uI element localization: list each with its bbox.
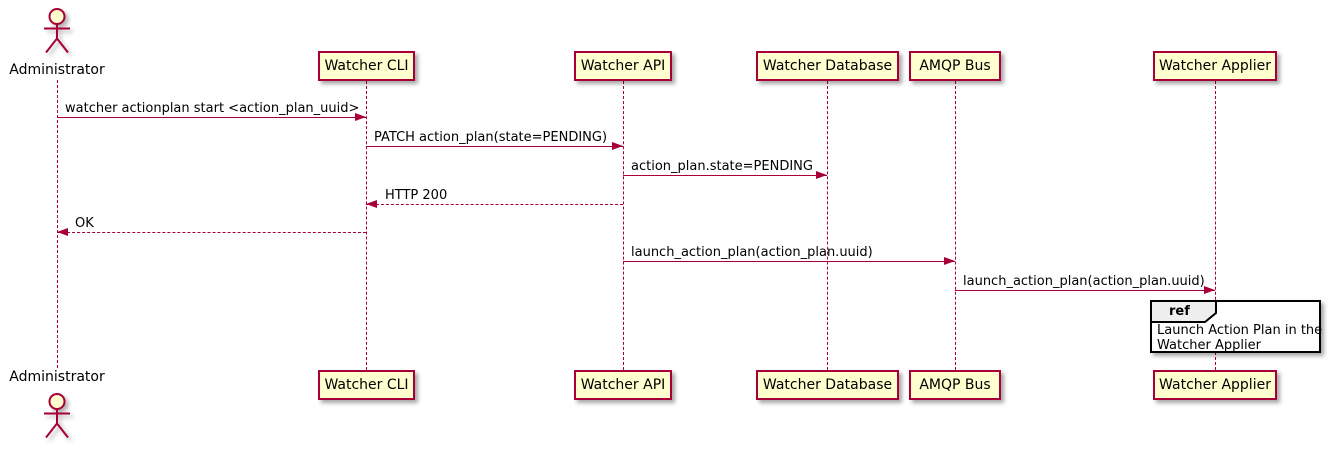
message-label: watcher actionplan start <action_plan_uu… [65, 101, 360, 116]
participant-watcher-api-top: Watcher API [574, 51, 672, 81]
message-label: OK [75, 216, 94, 231]
lifeline-amqp-bus [955, 81, 956, 370]
message-line [57, 232, 366, 233]
actor-label-top: Administrator [9, 62, 105, 78]
lifeline-watcher-applier [1215, 81, 1216, 370]
participant-watcher-api-bottom: Watcher API [574, 370, 672, 400]
arrowhead-icon [612, 142, 623, 150]
ref-header-shape [1150, 300, 1217, 323]
ref-keyword: ref [1169, 304, 1190, 319]
participant-watcher-cli-top: Watcher CLI [318, 51, 415, 81]
administrator-actor-icon [44, 8, 70, 54]
message-label: HTTP 200 [385, 188, 448, 203]
actor-label-bottom: Administrator [9, 369, 105, 385]
participant-watcher-database-top: Watcher Database [756, 51, 899, 81]
message-label: launch_action_plan(action_plan.uuid) [631, 245, 873, 260]
lifeline-administrator [57, 80, 58, 368]
participant-watcher-applier-top: Watcher Applier [1153, 51, 1277, 81]
message-label: PATCH action_plan(state=PENDING) [374, 130, 608, 145]
ref-line-2: Watcher Applier [1157, 338, 1261, 353]
participant-watcher-cli-bottom: Watcher CLI [318, 370, 415, 400]
ref-fragment: ref Launch Action Plan in the Watcher Ap… [1150, 300, 1323, 353]
arrowhead-icon [366, 200, 377, 208]
participant-watcher-database-bottom: Watcher Database [756, 370, 899, 400]
message-line [366, 204, 623, 205]
message-line [955, 290, 1215, 291]
participant-watcher-applier-bottom: Watcher Applier [1153, 370, 1277, 400]
message-line [623, 261, 955, 262]
message-line [57, 117, 366, 118]
arrowhead-icon [355, 113, 366, 121]
arrowhead-icon [816, 171, 827, 179]
participant-amqp-bus-bottom: AMQP Bus [909, 370, 1001, 400]
message-label: action_plan.state=PENDING [631, 159, 813, 174]
administrator-actor-icon [44, 393, 70, 439]
ref-line-1: Launch Action Plan in the [1157, 323, 1323, 338]
arrowhead-icon [1204, 286, 1215, 294]
arrowhead-icon [57, 228, 68, 236]
lifeline-watcher-database [827, 81, 828, 370]
arrowhead-icon [944, 257, 955, 265]
message-line [623, 175, 827, 176]
participant-amqp-bus-top: AMQP Bus [909, 51, 1001, 81]
lifeline-watcher-cli [366, 81, 367, 370]
message-line [366, 146, 623, 147]
lifeline-watcher-api [623, 81, 624, 370]
message-label: launch_action_plan(action_plan.uuid) [963, 274, 1205, 289]
